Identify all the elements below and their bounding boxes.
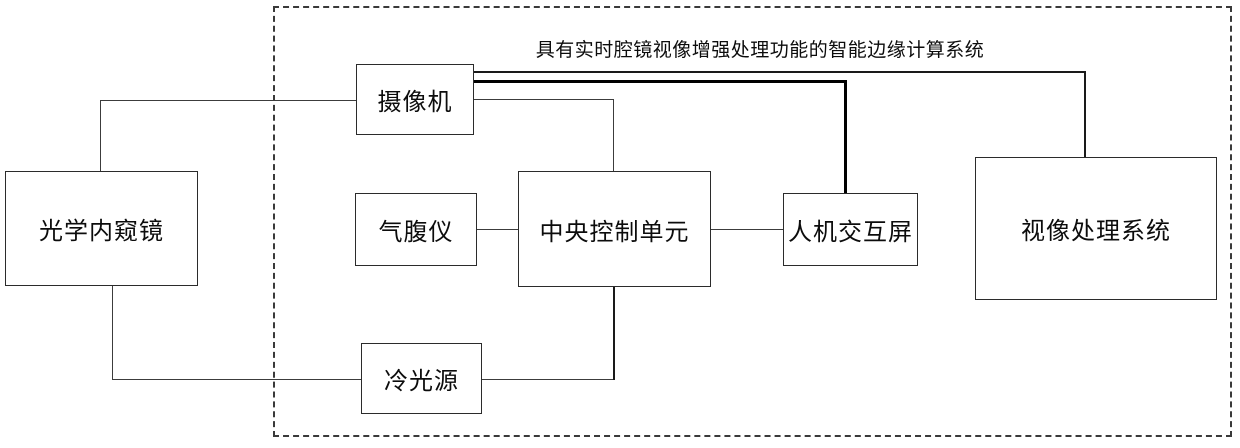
- connector-endoscope-to-cold-light-vertical: [112, 286, 113, 380]
- node-camera: 摄像机: [356, 64, 474, 135]
- node-optical-endoscope: 光学内窥镜: [5, 171, 198, 286]
- connector-camera-to-control-unit-vertical: [613, 99, 614, 172]
- connector-insufflator-to-control-unit: [477, 229, 518, 230]
- connector-camera-to-hmi-screen-horizontal: [474, 80, 847, 83]
- connector-cold-light-to-control-unit-horizontal: [482, 379, 614, 380]
- node-hmi-interaction-screen: 人机交互屏: [783, 193, 918, 266]
- node-cold-light-source: 冷光源: [361, 343, 482, 414]
- node-central-control-unit: 中央控制单元: [518, 171, 711, 287]
- system-boundary-dashed-frame: [273, 6, 1232, 437]
- connector-endoscope-to-camera-horizontal: [100, 100, 356, 101]
- connector-endoscope-to-camera-vertical: [100, 100, 101, 172]
- connector-cold-light-to-control-unit-vertical: [613, 287, 615, 380]
- diagram-title: 具有实时腔镜视像增强处理功能的智能边缘计算系统: [535, 40, 985, 61]
- connector-control-unit-to-hmi-screen: [711, 229, 783, 230]
- node-insufflator: 气腹仪: [355, 193, 477, 266]
- connector-endoscope-to-cold-light-horizontal: [112, 379, 361, 380]
- connector-camera-to-video-system-horizontal: [474, 71, 1086, 73]
- connector-camera-to-control-unit-horizontal: [474, 99, 614, 100]
- connector-camera-to-hmi-screen-vertical: [844, 80, 847, 193]
- connector-camera-to-video-system-vertical: [1084, 71, 1086, 157]
- node-video-processing-system: 视像处理系统: [975, 157, 1217, 300]
